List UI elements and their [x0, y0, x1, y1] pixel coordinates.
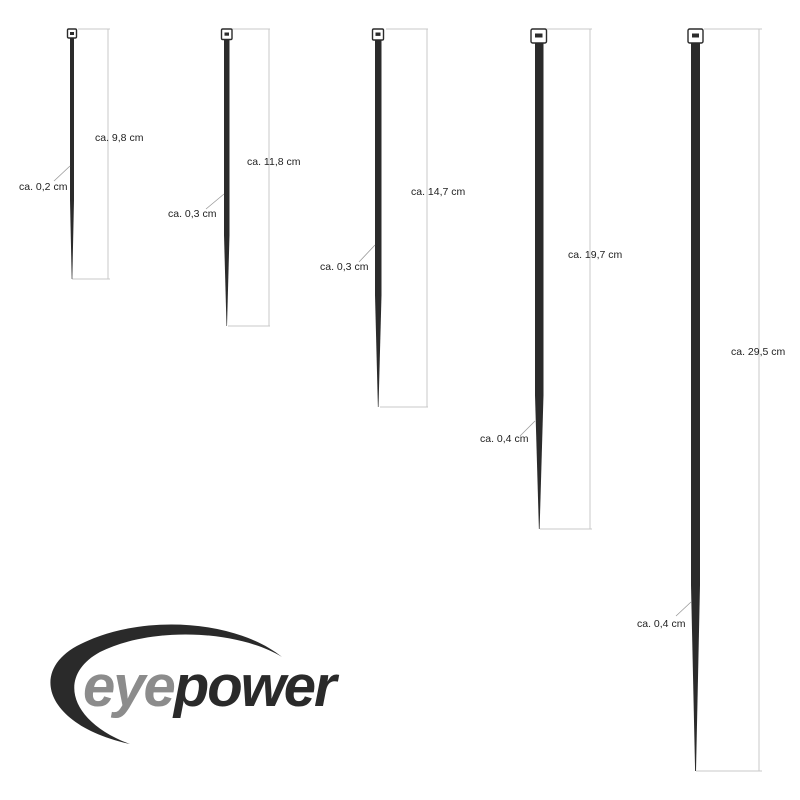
cable-tie-head-slot [70, 32, 74, 35]
cable-tie-head-slot [375, 32, 381, 36]
width-label: ca. 0,3 cm [320, 261, 369, 273]
cable-tie-strap [375, 40, 382, 407]
width-label: ca. 0,2 cm [19, 181, 68, 193]
width-label: ca. 0,4 cm [480, 433, 529, 445]
cable-tie-head-slot [535, 33, 543, 38]
width-leader [53, 165, 71, 182]
logo-text-power: power [172, 654, 340, 719]
length-label: ca. 14,7 cm [411, 186, 466, 198]
width-leader [358, 244, 376, 263]
length-label: ca. 19,7 cm [568, 249, 623, 261]
logo-text-eye: eye [83, 654, 175, 719]
cable-tie-head-slot [692, 33, 699, 38]
cable-tie-strap [224, 39, 230, 326]
width-leader [205, 193, 225, 210]
cable-tie-3: ca. 14,7 cm ca. 0,3 cm [320, 28, 466, 408]
cable-tie-1: ca. 9,8 cm ca. 0,2 cm [19, 28, 144, 280]
cable-tie-4: ca. 19,7 cm ca. 0,4 cm [480, 28, 623, 530]
cable-tie-2: ca. 11,8 cm ca. 0,3 cm [168, 28, 301, 327]
length-label: ca. 9,8 cm [95, 132, 144, 144]
cable-tie-strap [70, 38, 74, 279]
width-label: ca. 0,4 cm [637, 618, 686, 630]
cable-tie-head-slot [224, 32, 229, 36]
width-leader [519, 420, 536, 437]
cable-tie-strap [691, 43, 700, 771]
cable-tie-strap [535, 43, 544, 529]
svg-text:eyepower: eyepower [83, 654, 340, 719]
eyepower-logo: eyepower [50, 624, 342, 744]
width-leader [675, 601, 692, 617]
length-label: ca. 11,8 cm [247, 156, 301, 168]
cable-tie-5: ca. 29,5 cm ca. 0,4 cm [637, 28, 786, 772]
length-label: ca. 29,5 cm [731, 346, 786, 358]
width-label: ca. 0,3 cm [168, 208, 217, 220]
